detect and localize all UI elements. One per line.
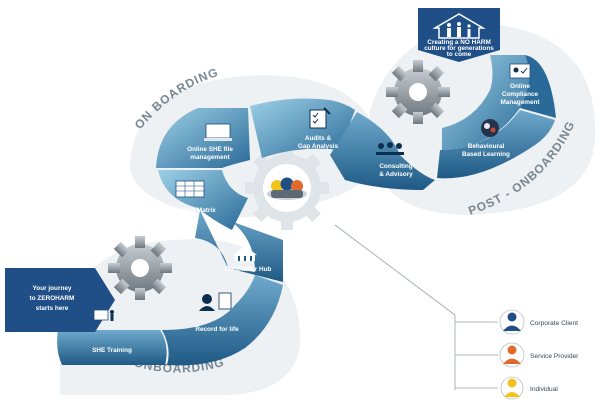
segment-record-for-life <box>162 275 283 366</box>
individual-icon <box>504 378 520 397</box>
label-online-compliance-2: Compliance <box>502 91 539 98</box>
person-certificate-icon <box>199 292 232 311</box>
legend-item-individual: Individual <box>500 376 558 400</box>
callout-journey: Your journey to ZEROHARM starts here <box>5 268 115 332</box>
label-online-compliance-1: Online <box>510 83 530 90</box>
label-record-for-life: Record for life <box>195 326 239 333</box>
segment-she-training <box>57 330 167 365</box>
laptop-icon <box>204 123 232 141</box>
legend-label-service-provider: Service Provider <box>530 353 579 360</box>
label-online-she-file-2: management <box>190 154 230 161</box>
label-consulting-2: & Advisory <box>379 171 413 178</box>
legend: Corporate Client Service Provider Indivi… <box>499 309 579 400</box>
label-behavioural-1: Behavioural <box>468 143 505 150</box>
building-people-icon <box>233 246 257 261</box>
team-helmets-icon <box>267 177 307 200</box>
segment-behavioural <box>437 110 555 179</box>
callout-no-harm: Creating a NO HARM culture for generatio… <box>418 8 500 62</box>
segment-contractor-hub <box>195 210 283 282</box>
noharm-line-2: culture for generations <box>424 45 494 52</box>
noharm-line-3: to come <box>447 51 472 58</box>
legend-item-corporate-client: Corporate Client <box>499 309 578 335</box>
matrix-table-icon <box>175 180 205 198</box>
legend-connector <box>334 224 498 390</box>
segment-online-she-file <box>156 108 250 168</box>
label-online-compliance-3: Management <box>500 99 540 106</box>
label-consulting-1: Consulting <box>379 163 412 170</box>
journey-line-2: to ZEROHARM <box>30 295 75 302</box>
gear-icon-right <box>386 60 450 124</box>
segment-online-compliance <box>442 55 529 150</box>
presentation-icon <box>93 309 114 321</box>
family-icon <box>432 13 486 39</box>
label-she-training: SHE Training <box>92 347 132 354</box>
corporate-client-icon <box>503 312 521 331</box>
noharm-line-1: Creating a NO HARM <box>427 39 491 46</box>
label-contractor-hub: Contractor Hub <box>225 266 272 273</box>
meeting-icon <box>376 142 404 155</box>
brain-globe-icon <box>481 119 499 137</box>
label-behavioural-2: Based Learning <box>462 151 510 158</box>
legend-label-individual: Individual <box>530 386 558 393</box>
legend-label-corporate-client: Corporate Client <box>530 320 578 327</box>
label-audits-2: Gap Analysis <box>298 143 339 150</box>
segment-consulting <box>330 112 435 190</box>
screen-check-icon <box>509 63 531 79</box>
checklist-icon <box>309 107 331 129</box>
gear-icon-center <box>245 146 329 230</box>
legend-item-service-provider: Service Provider <box>499 342 579 368</box>
segment-online-compliance-top <box>490 55 556 118</box>
label-training-matrix: Training Matrix <box>170 207 216 214</box>
journey-line-3: starts here <box>36 305 69 312</box>
label-audits-1: Audits & <box>305 135 332 142</box>
journey-line-1: Your journey <box>33 285 72 292</box>
service-provider-icon <box>503 345 521 364</box>
gear-icon-left <box>108 236 172 300</box>
label-online-she-file-1: Online SHE file <box>187 146 233 153</box>
